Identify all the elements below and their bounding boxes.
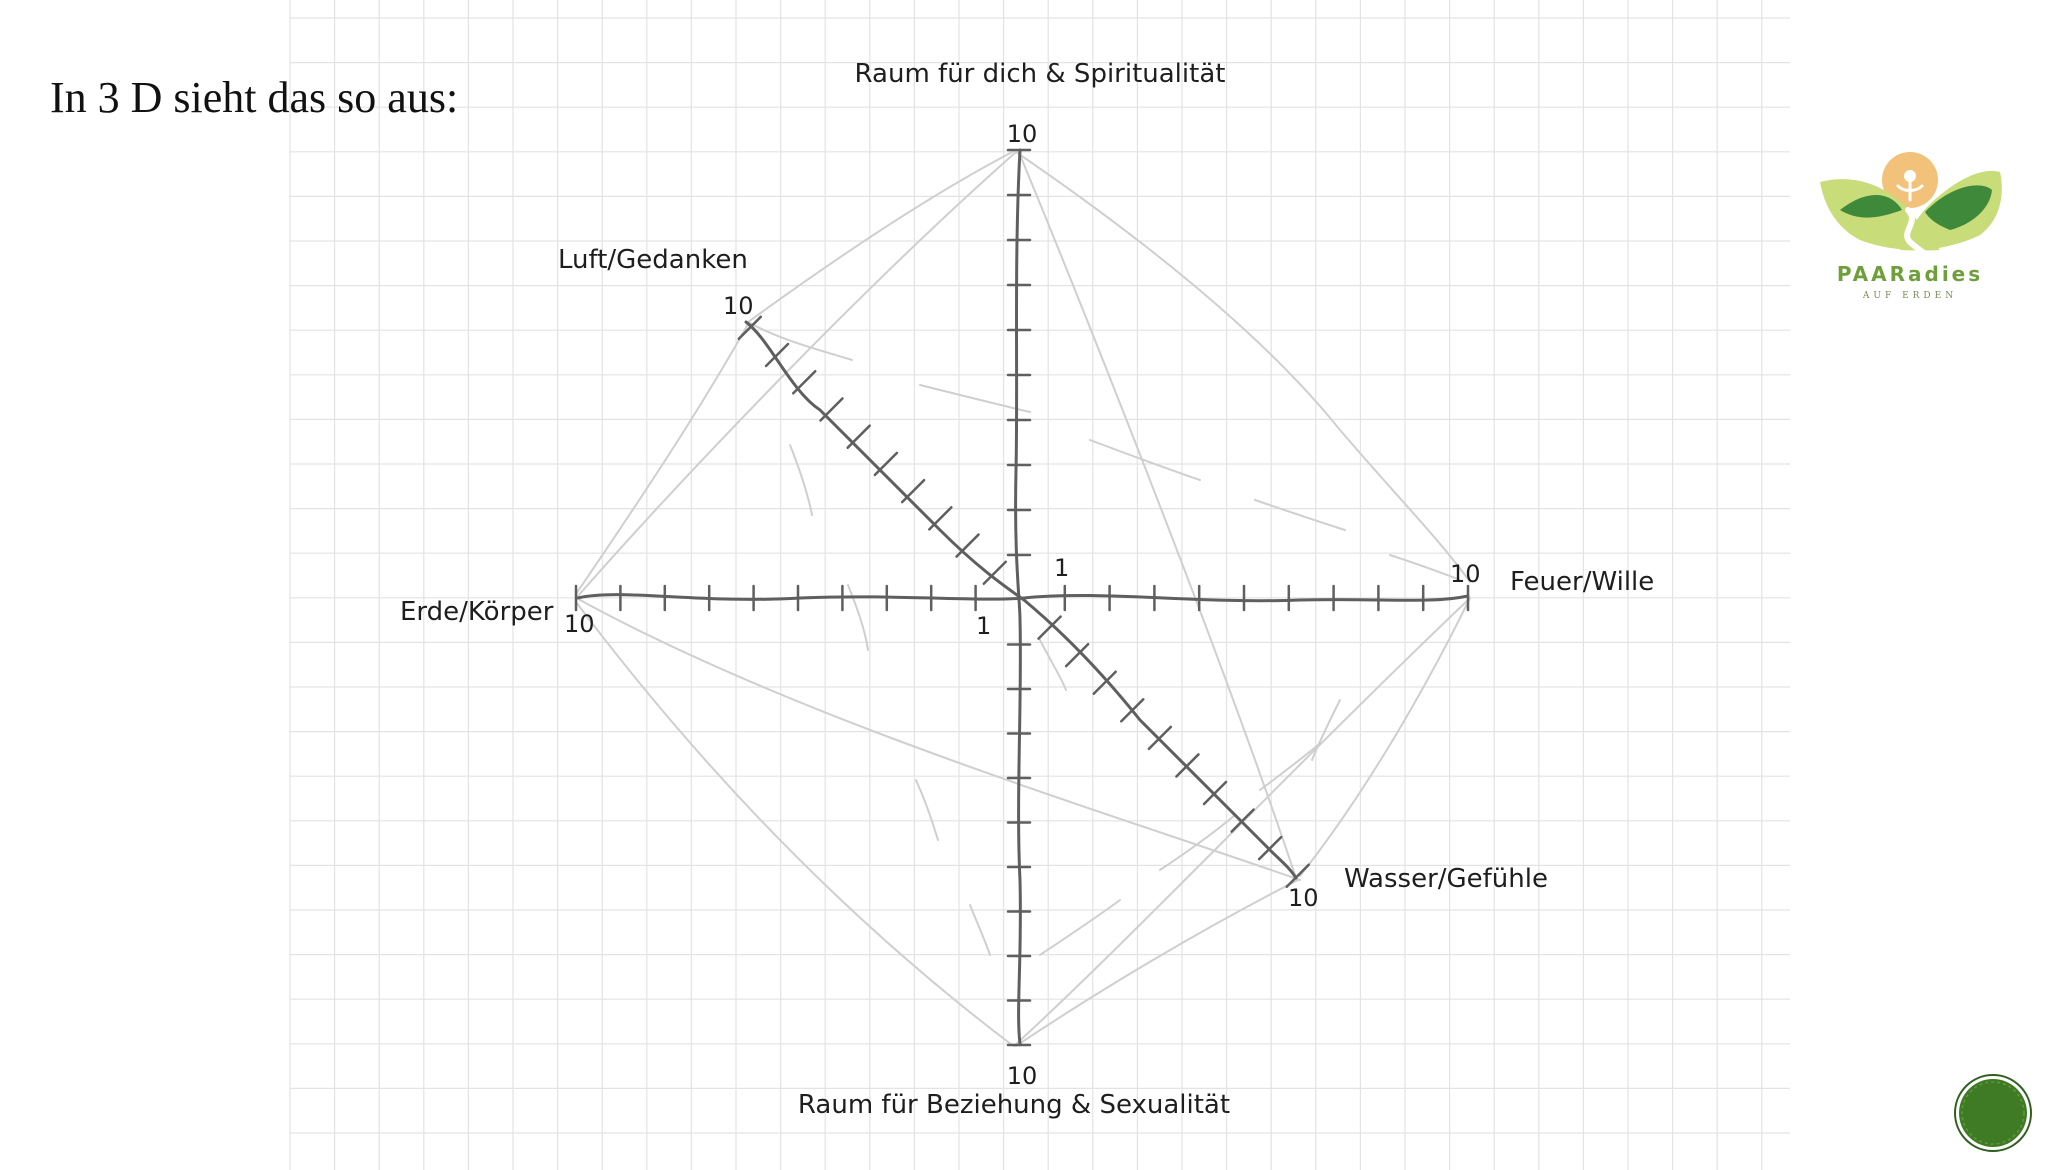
outline-left-top-inner xyxy=(577,151,1017,597)
stray-stroke xyxy=(1311,699,1341,761)
hill-dark-left xyxy=(1840,195,1902,218)
logo-subtitle-text: AUF ERDEN xyxy=(1862,291,1958,301)
axis-tick-lower-right xyxy=(1120,698,1145,723)
axis-label-left: Erde/Körper xyxy=(400,597,554,627)
axis-tick-lower-right xyxy=(1257,835,1283,861)
axis-horizontal xyxy=(576,593,1470,603)
axis-ticks xyxy=(574,148,1470,1047)
axis-tick-lower-right xyxy=(1175,753,1200,778)
axis-tick-upper-left xyxy=(764,342,790,368)
figure-icon xyxy=(1904,170,1916,182)
axis-tick-upper-left xyxy=(737,315,763,341)
stray-stroke xyxy=(1039,899,1121,956)
outline-top-right xyxy=(1015,151,1471,583)
outline-bottomright-bottom xyxy=(1015,879,1299,1047)
outline-right-bottom xyxy=(1299,597,1471,877)
axis-tick-upper-left xyxy=(928,506,953,531)
axis-tick-upper-left xyxy=(846,424,871,449)
axis-tick-upper-left xyxy=(873,451,899,477)
hill-dark-right xyxy=(1925,185,1992,230)
outline-bottom-left xyxy=(575,601,1013,1046)
logo-brand-text: PAARadies xyxy=(1836,262,1984,286)
axis-end-value-bottom-right: 10 xyxy=(1288,884,1319,912)
axis-label-bottom-right: Wasser/Gefühle xyxy=(1344,864,1548,894)
path-road-icon xyxy=(1904,207,1933,263)
axis-tick-upper-left xyxy=(982,560,1008,586)
axis-end-value-top-left: 10 xyxy=(723,292,754,320)
stray-stroke xyxy=(1254,499,1346,531)
axis-tick-lower-right xyxy=(1147,725,1173,751)
axis-vertical xyxy=(1014,148,1022,1046)
axis-label-bottom: Raum für Beziehung & Sexualität xyxy=(798,1090,1230,1120)
outline-top-bottomright xyxy=(1017,149,1297,879)
axis-tick-upper-left xyxy=(819,397,844,422)
axis-tick-lower-right xyxy=(1037,615,1062,640)
origin-label-left: 1 xyxy=(976,612,991,640)
stray-stroke xyxy=(789,444,813,516)
labels-group: Raum für dich & Spiritualität 10 Luft/Ge… xyxy=(400,59,1654,1120)
axis-end-value-top: 10 xyxy=(1007,120,1038,148)
stray-stroke xyxy=(847,584,869,651)
stray-stroke xyxy=(1039,639,1067,691)
axis-end-value-bottom: 10 xyxy=(1007,1062,1038,1090)
axis-end-value-right: 10 xyxy=(1450,560,1481,588)
axis-tick-lower-right xyxy=(1092,670,1117,695)
outline-topleft-top xyxy=(747,149,1017,323)
outline-right-bottom-axis xyxy=(1013,599,1469,1047)
outline-left-top xyxy=(575,323,749,595)
axis-tick-upper-left xyxy=(791,369,817,395)
outline-sketch xyxy=(575,149,1471,1047)
origin-label-right: 1 xyxy=(1054,554,1069,582)
green-circle-badge xyxy=(1954,1074,2032,1152)
axis-tick-lower-right xyxy=(1202,780,1228,806)
axis-tick-upper-left xyxy=(900,478,926,504)
stray-stroke xyxy=(1089,439,1201,481)
axis-label-top: Raum für dich & Spiritualität xyxy=(855,59,1226,89)
stray-stroke xyxy=(915,779,939,841)
axes-group xyxy=(576,148,1470,1046)
stray-stroke xyxy=(747,321,853,361)
axis-end-value-left: 10 xyxy=(564,610,595,638)
stray-stroke xyxy=(1159,814,1236,871)
outline-left-bottomright xyxy=(579,599,1301,881)
stray-stroke xyxy=(1259,744,1319,791)
axis-tick-upper-left xyxy=(955,533,980,558)
figure-arms-icon xyxy=(1896,180,1924,202)
axis-tick-lower-right xyxy=(1064,642,1090,668)
axis-label-right: Feuer/Wille xyxy=(1510,567,1654,597)
axis-tick-lower-right xyxy=(1230,808,1255,833)
slide-heading: In 3 D sieht das so aus: xyxy=(50,73,459,122)
stray-stroke xyxy=(919,384,1031,413)
axis-tick-lower-right xyxy=(1285,863,1310,888)
axis-label-top-left: Luft/Gedanken xyxy=(558,245,748,275)
stray-stroke xyxy=(969,904,991,956)
stray-stroke xyxy=(1389,554,1461,581)
paaradies-logo xyxy=(1820,152,2002,263)
axis-diagonal xyxy=(744,320,1298,880)
grid-paper xyxy=(289,0,1790,1170)
